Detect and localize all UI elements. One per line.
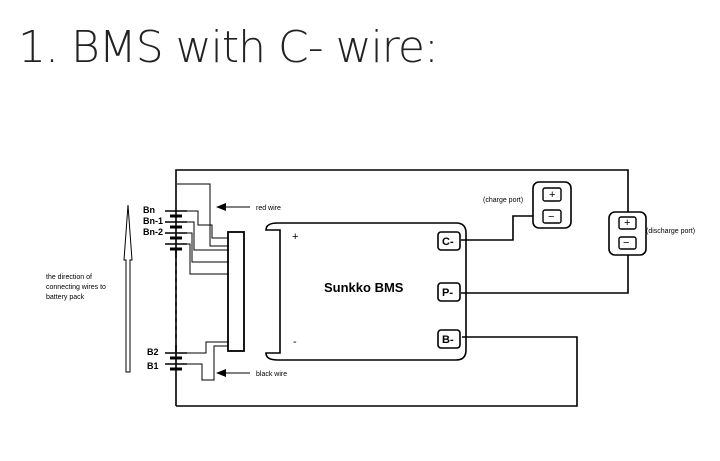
direction-text-line2: connecting wires to — [46, 284, 106, 291]
page-title: 1. BMS with C- wire: — [18, 22, 439, 73]
balance-connector — [227, 231, 245, 352]
port-wires — [461, 215, 629, 294]
red-wire-arrow-icon — [216, 203, 250, 211]
direction-text-line3: battery pack — [46, 294, 85, 301]
charge-port-label: (charge port) — [483, 197, 523, 204]
black-wire-arrow-icon — [216, 369, 250, 377]
balance-wires — [177, 183, 228, 381]
red-wire-label: red wire — [256, 205, 281, 212]
svg-text:+: + — [549, 189, 555, 201]
cell-label-bn-1: Bn-1 — [143, 216, 163, 226]
svg-text:−: − — [623, 237, 629, 249]
charge-port-minus — [542, 209, 562, 224]
b-minus-label: B- — [442, 334, 454, 346]
p-minus-port — [437, 282, 461, 302]
bms-label: Sunkko BMS — [324, 280, 404, 295]
battery-cells-top — [165, 210, 187, 251]
b-minus-port — [437, 329, 461, 349]
cell-label-bn: Bn — [143, 205, 155, 215]
svg-text:+: + — [624, 217, 630, 229]
discharge-port-minus — [618, 236, 637, 250]
direction-arrow-icon — [123, 204, 133, 373]
black-wire-label: black wire — [256, 371, 287, 378]
bms-plus-sign: + — [292, 231, 298, 243]
p-minus-label: P- — [442, 287, 453, 299]
discharge-port-plus — [618, 216, 637, 230]
direction-text-line1: the direction of — [46, 274, 92, 281]
svg-text:−: − — [548, 211, 554, 223]
battery-cells-bottom — [165, 352, 187, 371]
cell-label-b2: B2 — [147, 347, 159, 357]
discharge-port-label: (discharge port) — [646, 228, 695, 235]
charge-port-plus — [542, 187, 562, 202]
c-minus-label: C- — [442, 236, 454, 248]
bms-board — [265, 222, 467, 361]
cell-label-b1: B1 — [147, 361, 159, 371]
bms-minus-sign: - — [293, 336, 297, 348]
c-minus-port — [437, 231, 461, 251]
discharge-port — [608, 211, 647, 256]
cell-label-bn-2: Bn-2 — [143, 227, 163, 237]
